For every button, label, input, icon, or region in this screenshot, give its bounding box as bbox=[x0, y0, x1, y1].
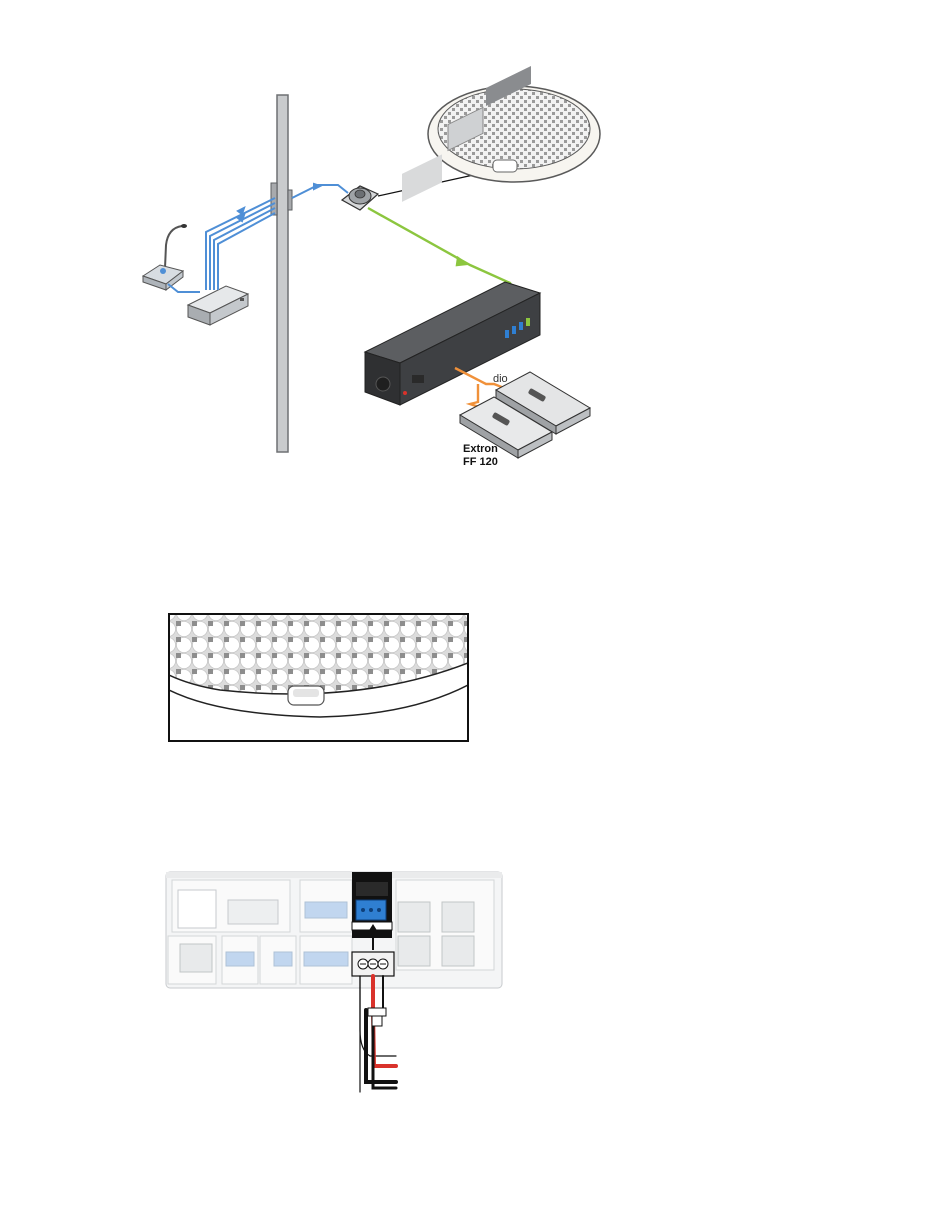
cable-tie bbox=[368, 1008, 386, 1026]
dio-label: dio bbox=[493, 373, 508, 385]
rear-panel-wiring bbox=[160, 860, 520, 1100]
extron-model-label: FF 120 bbox=[463, 456, 498, 468]
audio-cables bbox=[168, 184, 348, 292]
wall-partition bbox=[271, 95, 292, 452]
gooseneck-microphone bbox=[143, 224, 187, 290]
captive-screw-plug bbox=[352, 952, 394, 976]
ceiling-speaker-driver bbox=[342, 186, 378, 210]
speaker-wires bbox=[360, 976, 396, 1092]
grille-detail bbox=[160, 605, 480, 750]
grille-tab bbox=[288, 686, 324, 705]
rear-panel bbox=[166, 872, 502, 988]
extron-label: Extron bbox=[463, 443, 498, 455]
system-diagram: dio Extron FF 120 bbox=[0, 0, 950, 470]
